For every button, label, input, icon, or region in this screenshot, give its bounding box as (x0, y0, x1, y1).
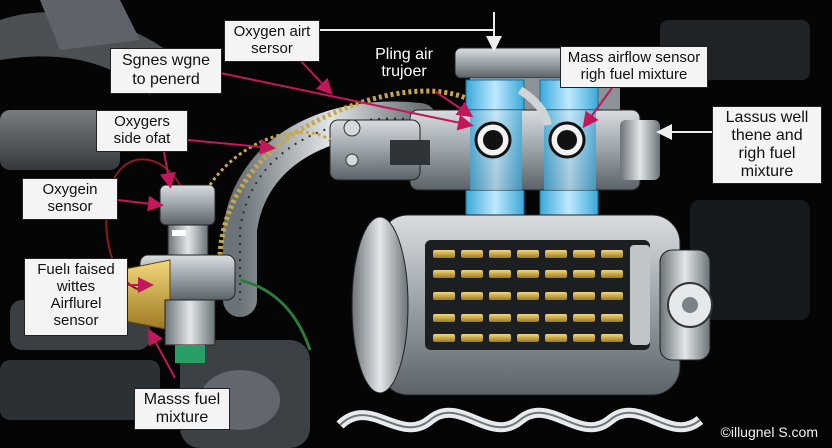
label-line: sensor (53, 312, 99, 329)
label-mass-airflow: Mass airflow sensor righ fuel mixture (560, 46, 708, 88)
watermark-text: ©illugnel S.com (720, 424, 818, 440)
callout-lines (117, 12, 712, 379)
throttle-body (409, 109, 641, 191)
label-line: righ fuel mixture (580, 66, 688, 83)
oxygen-sensor-body (159, 184, 216, 226)
label-oxygen-air-sensor-box: Oxygen airt sersor (224, 20, 320, 62)
label-line: Airflurel (50, 295, 102, 312)
label-line: righ fuel (738, 145, 796, 162)
label-line: Lassus well (725, 109, 809, 126)
label-line: Fuelı faised (37, 261, 115, 278)
label-line: trujoer (381, 63, 427, 80)
label-oxygers-side: Oxygers side ofat (96, 110, 188, 152)
label-oxygein-sensor: Oxygein sensor (22, 178, 118, 220)
label-line: sensor (47, 198, 93, 215)
label-mass-fuel: Masss fuel mixture (134, 388, 230, 430)
label-lassus-well: Lassus well thene and righ fuel mixture (712, 106, 822, 184)
label-line: side ofat (113, 130, 171, 147)
label-line: Mass airflow sensor (567, 49, 701, 66)
label-line: sersor (251, 40, 293, 57)
label-line: mixture (740, 163, 794, 180)
label-fuel-raised: Fuelı faised wittes Airflurel sensor (24, 258, 128, 336)
label-line: Oxygen airt (233, 23, 311, 40)
label-line: thene and (731, 127, 803, 144)
label-line: Pling air (375, 46, 433, 63)
label-line: Oxygers (114, 113, 170, 130)
label-line: wittes (56, 278, 96, 295)
coil-grid (433, 250, 623, 342)
label-sgnes-wgne: Sgnes wgne to penerd (110, 48, 222, 94)
label-line: Masss fuel (143, 391, 221, 408)
label-line: to penerd (132, 71, 200, 88)
label-line: Sgnes wgne (121, 52, 211, 69)
label-line: Oxygein (42, 181, 98, 198)
label-pling-air: Pling air trujoer (366, 44, 442, 90)
label-line: mixture (155, 409, 209, 426)
